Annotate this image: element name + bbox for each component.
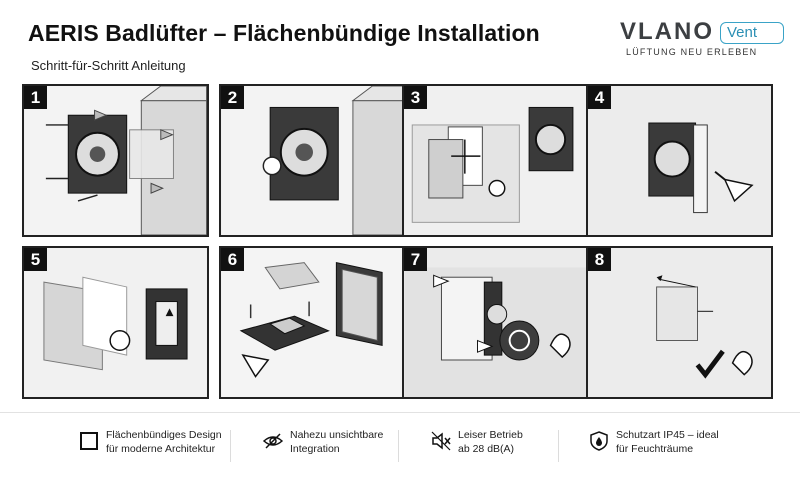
step-number: 8 xyxy=(588,248,611,271)
step-number: 3 xyxy=(404,86,427,109)
step-panel-6: 6 xyxy=(219,246,406,399)
step-6-illustration xyxy=(221,248,404,397)
feature-line-2: für Feuchträume xyxy=(616,443,694,455)
page-subtitle: Schritt-für-Schritt Anleitung xyxy=(31,58,186,73)
feature-separator xyxy=(230,430,231,462)
step-panel-1: 1 xyxy=(22,84,209,237)
square-icon xyxy=(80,432,98,450)
header: AERIS Badlüfter – Flächenbündige Install… xyxy=(0,0,800,80)
step-2-illustration xyxy=(221,86,404,235)
feature-separator xyxy=(398,430,399,462)
step-panel-4: 4 xyxy=(586,84,773,237)
feature-line-2: ab 28 dB(A) xyxy=(458,443,515,455)
step-number: 5 xyxy=(24,248,47,271)
feature-line-1: Schutzart IP45 – ideal xyxy=(616,429,719,441)
step-number: 2 xyxy=(221,86,244,109)
step-number: 7 xyxy=(404,248,427,271)
speaker-mute-icon xyxy=(431,431,451,451)
logo-badge: Vent xyxy=(720,22,784,44)
feature-line-2: Integration xyxy=(290,443,340,455)
feature-separator xyxy=(558,430,559,462)
logo-tagline: LÜFTUNG NEU ERLEBEN xyxy=(626,47,758,57)
step-number: 4 xyxy=(588,86,611,109)
step-number: 1 xyxy=(24,86,47,109)
step-panel-5: 5 xyxy=(22,246,209,399)
eye-off-icon xyxy=(262,433,284,449)
feature-line-2: für moderne Architektur xyxy=(106,443,216,455)
step-8-illustration xyxy=(588,248,771,397)
step-5-illustration xyxy=(24,248,207,397)
step-1-illustration xyxy=(24,86,207,235)
step-panel-2: 2 xyxy=(219,84,406,237)
feature-line-1: Flächenbündiges Design xyxy=(106,429,222,441)
feature-line-1: Nahezu unsichtbare xyxy=(290,429,384,441)
step-panel-8: 8 xyxy=(586,246,773,399)
logo-word: VLANO xyxy=(620,18,714,45)
step-7-illustration xyxy=(404,248,587,397)
step-number: 6 xyxy=(221,248,244,271)
step-4-illustration xyxy=(588,86,771,235)
footer-divider xyxy=(0,412,800,413)
page-title: AERIS Badlüfter – Flächenbündige Install… xyxy=(28,20,540,46)
step-panel-3: 3 xyxy=(402,84,589,237)
shield-drop-icon xyxy=(590,431,608,451)
step-panel-7: 7 xyxy=(402,246,589,399)
brand-logo: VLANO Vent LÜFTUNG NEU ERLEBEN xyxy=(620,16,784,62)
step-3-illustration xyxy=(404,86,587,235)
feature-line-1: Leiser Betrieb xyxy=(458,429,523,441)
